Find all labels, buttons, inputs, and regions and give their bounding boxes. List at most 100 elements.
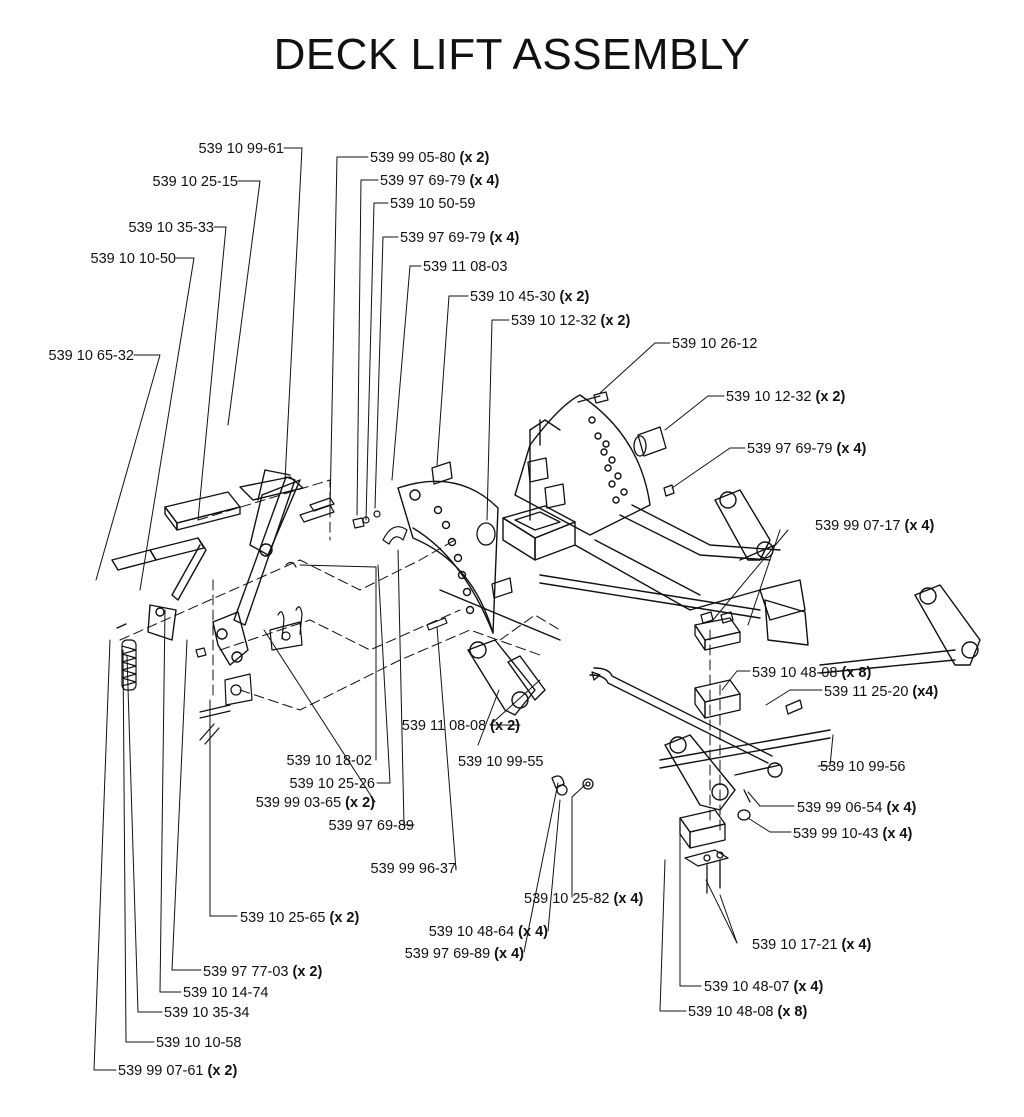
curved-bracket-plate <box>397 480 499 634</box>
part-callout: 539 97 69-89 <box>329 818 414 834</box>
part-callout: 539 97 69-79 (x 4) <box>400 230 519 246</box>
part-quantity: (x 2) <box>455 150 490 166</box>
part-callout: 539 10 35-33 <box>129 220 214 236</box>
part-number: 539 97 69-89 <box>404 946 491 962</box>
part-number: 539 10 99-56 <box>820 759 906 775</box>
part-callout: 539 11 25-20 (x4) <box>824 684 938 700</box>
part-callout: 539 10 99-55 <box>458 754 543 770</box>
part-callout: 539 10 25-65 (x 2) <box>240 910 359 926</box>
part-quantity: (x 4) <box>490 946 524 962</box>
part-number: 539 10 18-02 <box>286 753 372 769</box>
part-quantity: (x 4) <box>514 924 548 940</box>
part-number: 539 10 25-26 <box>289 776 375 792</box>
part-number: 539 11 08-08 <box>401 718 487 734</box>
part-quantity: (x 2) <box>811 389 846 405</box>
part-number: 539 10 14-74 <box>183 985 269 1001</box>
main-frame <box>439 394 809 646</box>
part-quantity: (x 2) <box>341 795 375 811</box>
part-number: 539 99 06-54 <box>797 800 883 816</box>
part-callout: 539 99 03-65 (x 2) <box>256 795 375 811</box>
part-quantity: (x4) <box>908 684 939 700</box>
part-quantity: (x 4) <box>485 230 520 246</box>
lower-lift-arm <box>664 734 783 811</box>
part-callout: 539 10 48-64 (x 4) <box>429 924 548 940</box>
part-callout: 539 97 69-79 (x 4) <box>747 441 866 457</box>
spacer-bushings <box>431 457 566 599</box>
part-callout: 539 10 12-32 (x 2) <box>726 389 845 405</box>
part-number: 539 10 17-21 <box>752 937 838 953</box>
pins-washers <box>551 391 803 821</box>
part-callout: 539 10 14-74 <box>183 985 268 1001</box>
part-number: 539 11 25-20 <box>824 684 909 700</box>
part-quantity: (x 4) <box>609 891 644 907</box>
part-callout: 539 10 48-08 (x 8) <box>752 665 871 681</box>
part-callout: 539 11 08-08 (x 2) <box>402 718 520 734</box>
part-callout: 539 97 69-89 (x 4) <box>405 946 524 962</box>
part-callout: 539 99 10-43 (x 4) <box>793 826 912 842</box>
spring <box>121 639 137 691</box>
part-number: 539 10 26-12 <box>672 336 758 352</box>
part-number: 539 10 25-82 <box>524 891 610 907</box>
part-number: 539 99 05-80 <box>370 150 456 166</box>
part-quantity: (x 2) <box>288 964 323 980</box>
part-number: 539 10 65-32 <box>48 348 134 364</box>
part-number: 539 10 99-55 <box>458 754 544 770</box>
part-callout: 539 10 12-32 (x 2) <box>511 313 630 329</box>
part-number: 539 97 69-79 <box>400 230 486 246</box>
part-quantity: (x 4) <box>837 937 872 953</box>
part-callout: 539 99 07-61 (x 2) <box>118 1063 237 1079</box>
part-quantity: (x 8) <box>773 1004 808 1020</box>
part-callout: 539 10 48-07 (x 4) <box>704 979 823 995</box>
part-callout: 539 99 05-80 (x 2) <box>370 150 489 166</box>
part-quantity: (x 2) <box>596 313 631 329</box>
part-callout: 539 10 45-30 (x 2) <box>470 289 589 305</box>
part-number: 539 11 08-03 <box>423 259 508 275</box>
part-quantity: (x 2) <box>486 718 520 734</box>
right-lift-arm <box>819 584 981 674</box>
part-number: 539 10 50-59 <box>390 196 476 212</box>
part-number: 539 99 07-17 <box>815 518 901 534</box>
part-number: 539 10 99-61 <box>198 141 284 157</box>
part-callout: 539 99 07-17 (x 4) <box>815 518 934 534</box>
leader-lines <box>93 147 834 1071</box>
part-number: 539 99 07-61 <box>118 1063 204 1079</box>
part-quantity: (x 4) <box>832 441 867 457</box>
part-number: 539 97 77-03 <box>203 964 289 980</box>
part-quantity: (x 2) <box>555 289 590 305</box>
part-callout: 539 10 18-02 <box>287 753 372 769</box>
part-callout: 539 10 99-56 <box>820 759 905 775</box>
part-number: 539 10 12-32 <box>511 313 597 329</box>
part-callout: 539 99 96-37 <box>371 861 456 877</box>
clamp-blocks <box>679 617 741 894</box>
part-callout: 539 10 25-82 (x 4) <box>524 891 643 907</box>
part-callout: 539 99 06-54 (x 4) <box>797 800 916 816</box>
rear-lift-arm <box>714 489 776 561</box>
part-number: 539 10 48-64 <box>428 924 515 940</box>
part-quantity: (x 4) <box>465 173 500 189</box>
part-number: 539 97 69-89 <box>328 818 414 834</box>
foot-pedal <box>164 469 304 666</box>
part-number: 539 10 25-65 <box>240 910 326 926</box>
part-callout: 539 10 17-21 (x 4) <box>752 937 871 953</box>
part-number: 539 99 96-37 <box>370 861 456 877</box>
hand-lever <box>111 537 207 641</box>
part-number: 539 10 45-30 <box>470 289 556 305</box>
part-number: 539 97 69-79 <box>747 441 833 457</box>
part-callout: 539 11 08-03 <box>423 259 507 275</box>
part-number: 539 10 48-07 <box>704 979 790 995</box>
part-quantity: (x 2) <box>203 1063 238 1079</box>
part-callout: 539 10 48-08 (x 8) <box>688 1004 807 1020</box>
small-hardware <box>195 497 448 745</box>
part-quantity: (x 8) <box>837 665 872 681</box>
part-callout: 539 97 69-79 (x 4) <box>380 173 499 189</box>
part-number: 539 10 35-34 <box>164 1005 250 1021</box>
part-callout: 539 10 25-26 <box>290 776 375 792</box>
part-number: 539 10 10-58 <box>156 1035 242 1051</box>
front-lift-arm <box>467 639 546 716</box>
part-number: 539 10 48-08 <box>752 665 838 681</box>
part-callout: 539 10 10-58 <box>156 1035 241 1051</box>
part-quantity: (x 2) <box>325 910 360 926</box>
part-quantity: (x 4) <box>878 826 913 842</box>
